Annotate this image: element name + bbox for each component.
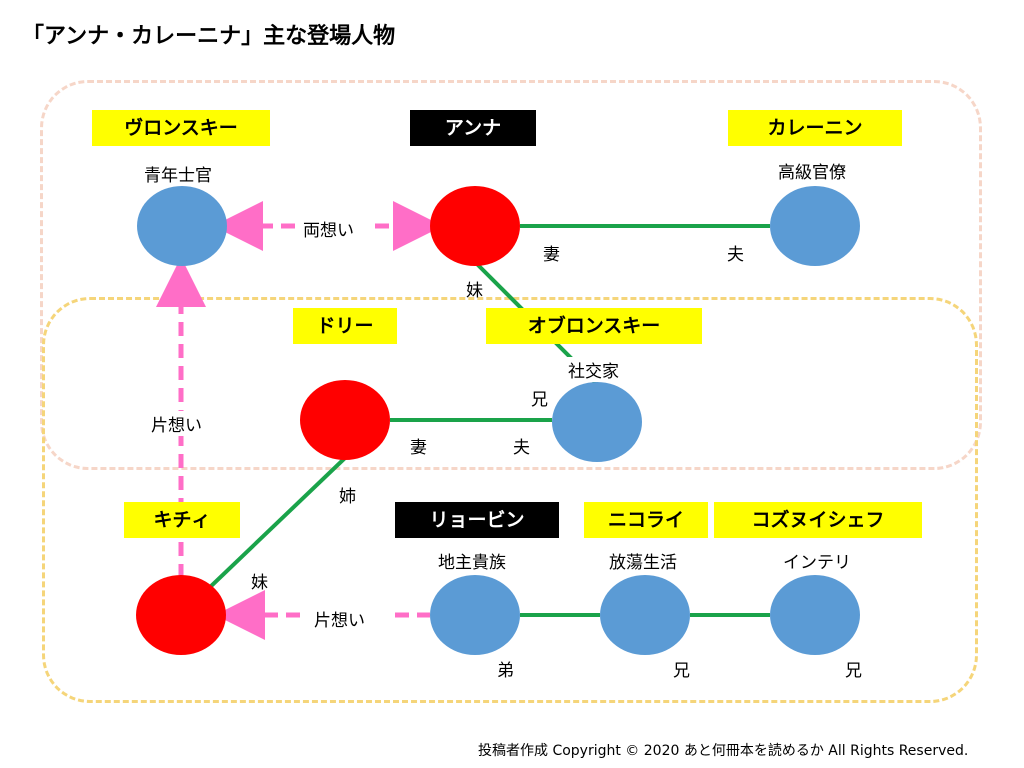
dolly-elder-sister-label: 姉 [339,487,356,507]
dolly-kitty-sibling-line [205,456,347,592]
copyright-footer: 投稿者作成 Copyright © 2020 あと何冊本を読めるか All Ri… [478,743,969,759]
kitty-node [136,575,226,655]
kitty-vronsky-one-sided-label: 片想い [147,411,206,436]
mutual-love-label: 両想い [303,221,354,241]
oblonsky-name-label: オブロンスキー [486,308,702,344]
oblonsky-node [552,382,642,462]
karenin-role: 高級官僚 [778,163,846,183]
vronsky-node [137,186,227,266]
koznyshev-name-label: コズヌイシェフ [714,502,922,538]
anna-name-label: アンナ [410,110,536,146]
karenin-household-frame [40,80,982,470]
levin-kitty-one-sided-label: 片想い [314,611,365,631]
kitty-name-label: キチィ [124,502,240,538]
vronsky-name-label: ヴロンスキー [92,110,270,146]
dolly-wife-label: 妻 [410,438,427,458]
anna-sister-label: 妹 [466,281,483,301]
karenin-node [770,186,860,266]
dolly-node [300,380,390,460]
page-title: 「アンナ・カレーニナ」主な登場人物 [22,24,396,49]
anna-node [430,186,520,266]
nikolai-role: 放蕩生活 [609,553,677,573]
anna-wife-label: 妻 [543,245,560,265]
dolly-name-label: ドリー [293,308,397,344]
koznyshev-node [770,575,860,655]
nikolai-brother-label: 兄 [673,661,690,681]
kitty-sister-label: 妹 [251,573,268,593]
karenin-husband-label: 夫 [727,245,744,265]
levin-name-label: リョービン [395,502,559,538]
oblonsky-husband-label: 夫 [513,438,530,458]
levin-younger-brother-label: 弟 [497,661,514,681]
levin-node [430,575,520,655]
vronsky-role: 青年士官 [144,166,212,186]
nikolai-name-label: ニコライ [584,502,708,538]
nikolai-node [600,575,690,655]
koznyshev-brother-label: 兄 [845,661,862,681]
koznyshev-role: インテリ [783,553,851,573]
oblonsky-brother-label: 兄 [531,390,548,410]
oblonsky-role: 社交家 [564,357,623,382]
karenin-name-label: カレーニン [728,110,902,146]
levin-role: 地主貴族 [438,553,506,573]
